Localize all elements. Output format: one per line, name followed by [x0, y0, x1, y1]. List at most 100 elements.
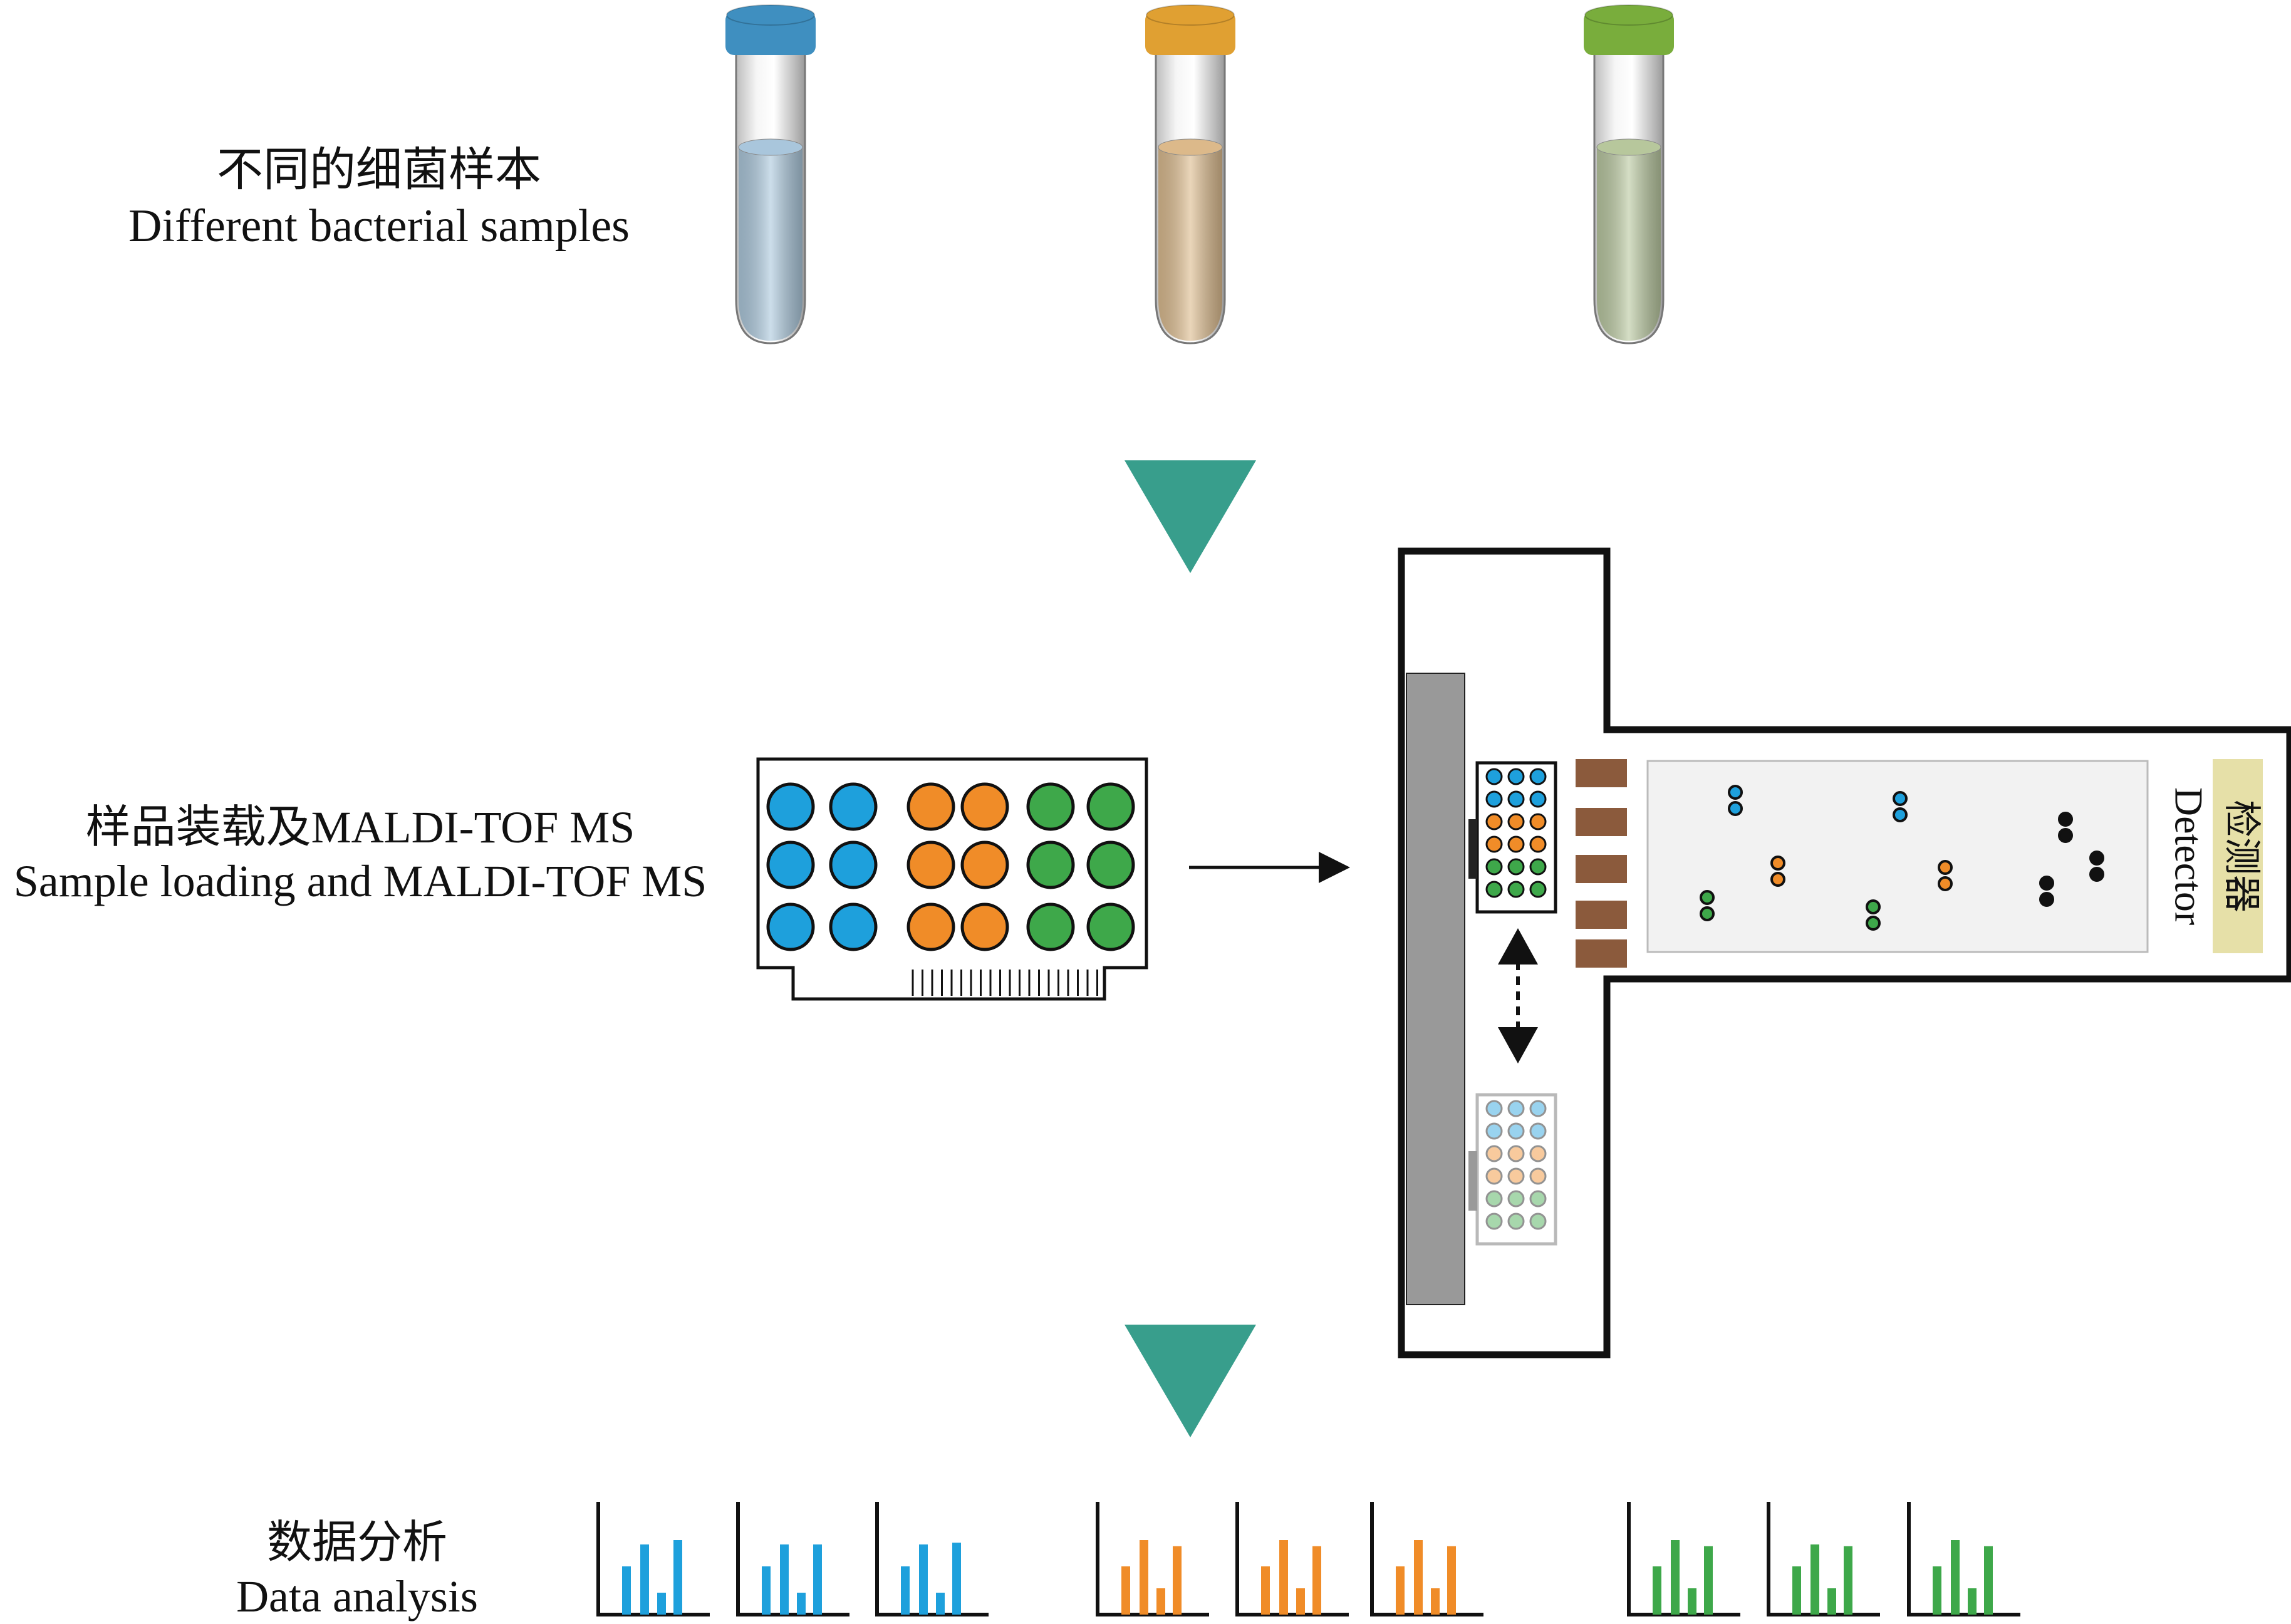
spectrum-peak [952, 1543, 961, 1615]
grid-electrode [1576, 759, 1627, 787]
plate-spot-blue [766, 903, 815, 951]
spectrum-green [1767, 1502, 1880, 1616]
spectrum-peak [1156, 1588, 1165, 1615]
spectrum-peak [1688, 1588, 1696, 1615]
plate-spot-orange [907, 782, 955, 831]
plate-spots [766, 782, 1135, 951]
plate-spot-blue [766, 782, 815, 831]
ion-pair [2058, 812, 2073, 843]
spectrum-peak [1312, 1546, 1321, 1615]
spectrum-peak [797, 1593, 806, 1615]
spectrum-peak [1431, 1588, 1440, 1615]
plate-spot-green [1026, 840, 1075, 889]
flow-arrow-down-2 [1125, 1325, 1256, 1437]
spectrum-peak [936, 1593, 945, 1615]
grid-electrodes [1576, 759, 1627, 968]
loading-label-zh: 样品装载及MALDI-TOF MS [85, 802, 635, 852]
mass-spectrometer: 检测器 Detector [1398, 547, 2291, 1358]
spectrum-green [1627, 1502, 1740, 1616]
spectrum-peak [919, 1544, 928, 1615]
flow-arrow-down-1 [1125, 460, 1256, 573]
spectrum-peak [813, 1544, 822, 1615]
orange-sample-tube [1145, 4, 1235, 344]
spectrum-peak [780, 1544, 789, 1615]
spectrum-peak [1396, 1566, 1405, 1615]
ion-pair [1938, 860, 1953, 891]
grid-electrode [1576, 939, 1627, 968]
spectrum-peak [1296, 1588, 1305, 1615]
mini-plate-active [1468, 761, 1557, 914]
grid-electrode [1576, 808, 1627, 836]
samples-label: 不同的细菌样本 Different bacterial samples [50, 143, 708, 254]
plate-spot-blue [766, 840, 815, 889]
plate-spot-green [1086, 840, 1135, 889]
detector-label-en: Detector [2166, 787, 2211, 925]
spectrum-peak [1121, 1566, 1130, 1615]
plate-spot-blue [829, 782, 878, 831]
spectrum-peak [1653, 1566, 1661, 1615]
plate-spot-blue [829, 840, 878, 889]
spectrum-orange [1096, 1502, 1209, 1616]
plate-spot-orange [960, 782, 1009, 831]
samples-label-en: Different bacterial samples [128, 200, 630, 252]
plate-spot-green [1086, 782, 1135, 831]
plate-connector-pins [912, 970, 1098, 996]
sample-stage [1406, 673, 1465, 1305]
ion-packets [1700, 785, 2104, 931]
ion-pair [2089, 851, 2104, 882]
spectrum-peak [1173, 1546, 1182, 1615]
spectrum-blue [736, 1502, 849, 1616]
spectrum-peak [1984, 1546, 1993, 1615]
spectrum-peak [1140, 1540, 1148, 1615]
ion-pair [1866, 899, 1881, 931]
plate-spot-orange [960, 903, 1009, 951]
analysis-label: 数据分析 Data analysis [188, 1516, 526, 1624]
spectrum-blue [596, 1502, 710, 1616]
spectrum-green [1907, 1502, 2020, 1616]
plate-spot-orange [907, 903, 955, 951]
spectrum-peak [1844, 1546, 1852, 1615]
spectrum-orange [1235, 1502, 1349, 1616]
spectrum-peak [1671, 1540, 1680, 1615]
spectrum-peak [622, 1566, 631, 1615]
spectrum-peak [1447, 1546, 1456, 1615]
detector-label-zh: 检测器 [2221, 800, 2262, 913]
spectrum-peak [1261, 1566, 1270, 1615]
spectrum-peak [673, 1540, 682, 1615]
plate-spot-orange [907, 840, 955, 889]
spectrum-peak [640, 1544, 649, 1615]
ion-pair [2039, 876, 2054, 907]
spectrum-peak [1933, 1566, 1941, 1615]
analysis-label-zh: 数据分析 [266, 1518, 447, 1568]
spectrum-peak [1827, 1588, 1836, 1615]
spectrum-peak [1968, 1588, 1977, 1615]
spectrum-peak [657, 1593, 666, 1615]
ion-pair [1700, 890, 1715, 921]
spectrum-peak [1704, 1546, 1713, 1615]
analysis-label-en: Data analysis [236, 1571, 478, 1622]
loading-label: 样品装载及MALDI-TOF MS Sample loading and MAL… [0, 800, 720, 909]
mini-target-plates [1468, 761, 1557, 1246]
spectrum-orange [1370, 1502, 1483, 1616]
plate-spot-green [1026, 782, 1075, 831]
target-plate [756, 757, 1148, 1001]
ion-pair [1728, 785, 1743, 816]
spectrum-peak [1279, 1540, 1288, 1615]
spectrum-peak [901, 1566, 910, 1615]
plate-spot-green [1086, 903, 1135, 951]
flight-tube [1646, 760, 2149, 953]
ion-pair [1770, 856, 1785, 887]
loading-label-en: Sample loading and MALDI-TOF MS [13, 856, 707, 907]
plate-spot-blue [829, 903, 878, 951]
plate-spot-orange [960, 840, 1009, 889]
spectrum-peak [1414, 1540, 1423, 1615]
plate-spot-green [1026, 903, 1075, 951]
grid-electrode [1576, 855, 1627, 883]
spectrum-peak [1810, 1544, 1819, 1615]
ion-pair [1893, 791, 1908, 822]
green-sample-tube [1584, 4, 1674, 344]
detector: 检测器 Detector [2166, 759, 2263, 953]
stage-move-arrow [1498, 928, 1538, 1063]
